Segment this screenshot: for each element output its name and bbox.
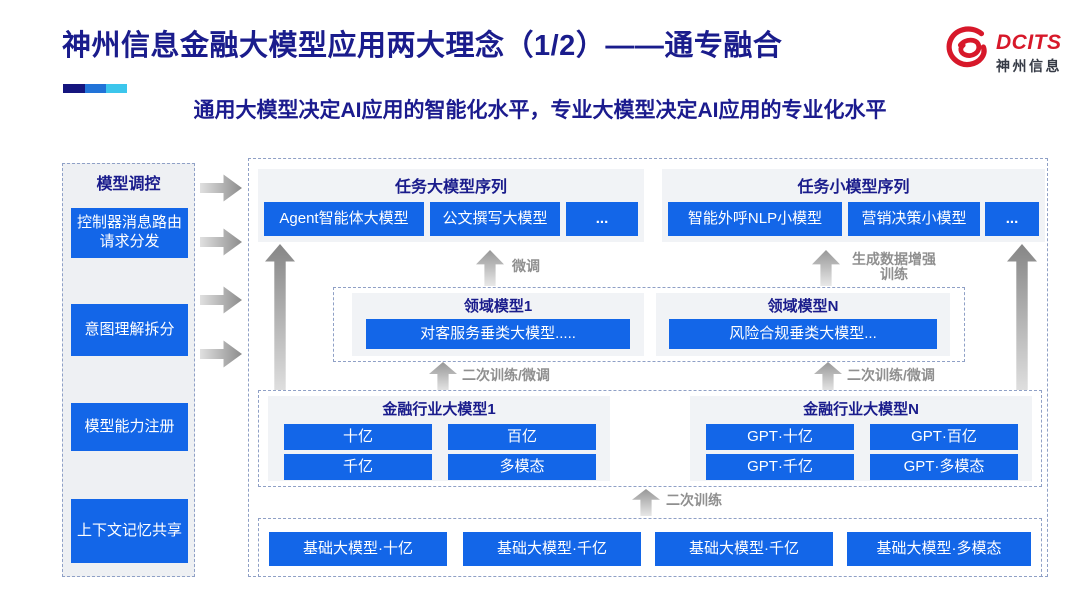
retrain-label: 二次训练	[666, 492, 722, 508]
right-arrow-1	[200, 174, 242, 202]
sidebar-item-register: 模型能力注册	[71, 403, 188, 451]
node-marketing-small-model: 营销决策小模型	[848, 202, 980, 236]
industry-model-n-box: 金融行业大模型N GPT·十亿 GPT·百亿 GPT·千亿 GPT·多模态	[690, 396, 1032, 481]
accent-segment-blue	[85, 84, 106, 93]
title-accent-bar	[63, 84, 127, 93]
node-gpt-hundred-billion: GPT·千亿	[706, 454, 854, 480]
retrain-finetune-label-left: 二次训练/微调	[462, 367, 550, 383]
industry-model-n-title: 金融行业大模型N	[803, 401, 919, 418]
right-arrow-2	[200, 228, 242, 256]
industry-model-1-title: 金融行业大模型1	[382, 401, 496, 418]
sidebar-item-router: 控制器消息路由请求分发	[71, 208, 188, 258]
node-base-model-billion: 基础大模型·十亿	[269, 532, 447, 566]
node-base-model-hundred-billion-1: 基础大模型·千亿	[463, 532, 641, 566]
node-hundred-billion: 千亿	[284, 454, 432, 480]
node-more-small-models: ...	[985, 202, 1039, 236]
dcits-logo: DCITS 神州信息	[944, 24, 1062, 79]
node-multimodal: 多模态	[448, 454, 596, 480]
right-arrow-3	[200, 286, 242, 314]
node-nlp-small-model: 智能外呼NLP小模型	[668, 202, 842, 236]
domain-model-1-box: 领域模型1 对客服务垂类大模型.....	[352, 293, 644, 356]
task-small-title: 任务小模型序列	[797, 179, 910, 196]
node-document-large-model: 公文撰写大模型	[430, 202, 560, 236]
node-risk-compliance-model: 风险合规垂类大模型...	[669, 319, 937, 349]
dcits-logo-icon	[944, 24, 992, 79]
accent-segment-cyan	[106, 84, 127, 93]
logo-brand-cn: 神州信息	[996, 58, 1062, 74]
retrain-finetune-label-right: 二次训练/微调	[847, 367, 935, 383]
node-gpt-multimodal: GPT·多模态	[870, 454, 1018, 480]
task-small-model-group: 任务小模型序列 智能外呼NLP小模型 营销决策小模型 ...	[662, 169, 1045, 242]
logo-brand: DCITS	[996, 31, 1062, 54]
page-title: 神州信息金融大模型应用两大理念（1/2）——通专融合	[62, 30, 783, 62]
base-model-container: 基础大模型·十亿 基础大模型·千亿 基础大模型·千亿 基础大模型·多模态	[258, 518, 1042, 577]
industry-model-1-box: 金融行业大模型1 十亿 百亿 千亿 多模态	[268, 396, 610, 481]
node-ten-billion: 百亿	[448, 424, 596, 450]
domain-model-1-title: 领域模型1	[463, 298, 533, 315]
domain-model-n-box: 领域模型N 风险合规垂类大模型...	[656, 293, 950, 356]
node-base-model-hundred-billion-2: 基础大模型·千亿	[655, 532, 833, 566]
node-gpt-ten-billion: GPT·百亿	[870, 424, 1018, 450]
augment-label-line1: 生成数据增强	[852, 251, 936, 267]
node-gpt-billion: GPT·十亿	[706, 424, 854, 450]
node-billion: 十亿	[284, 424, 432, 450]
augment-label: 生成数据增强 训练	[846, 252, 942, 282]
sidebar-model-control: 模型调控 控制器消息路由请求分发 意图理解拆分 模型能力注册 上下文记忆共享	[62, 163, 195, 577]
sidebar-item-context: 上下文记忆共享	[71, 499, 188, 563]
sidebar-item-intent: 意图理解拆分	[71, 304, 188, 356]
task-large-title: 任务大模型序列	[394, 179, 507, 196]
node-more-large-models: ...	[566, 202, 638, 236]
augment-label-line2: 训练	[880, 266, 908, 282]
task-large-model-group: 任务大模型序列 Agent智能体大模型 公文撰写大模型 ...	[258, 169, 644, 242]
node-base-model-multimodal: 基础大模型·多模态	[847, 532, 1031, 566]
finetune-label: 微调	[512, 258, 540, 274]
sidebar-title: 模型调控	[96, 176, 161, 193]
accent-segment-navy	[63, 84, 85, 93]
domain-model-n-title: 领域模型N	[767, 298, 839, 315]
subtitle: 通用大模型决定AI应用的智能化水平，专业大模型决定AI应用的专业化水平	[193, 99, 887, 122]
node-agent-large-model: Agent智能体大模型	[264, 202, 424, 236]
right-arrow-4	[200, 340, 242, 368]
node-customer-service-model: 对客服务垂类大模型.....	[366, 319, 630, 349]
